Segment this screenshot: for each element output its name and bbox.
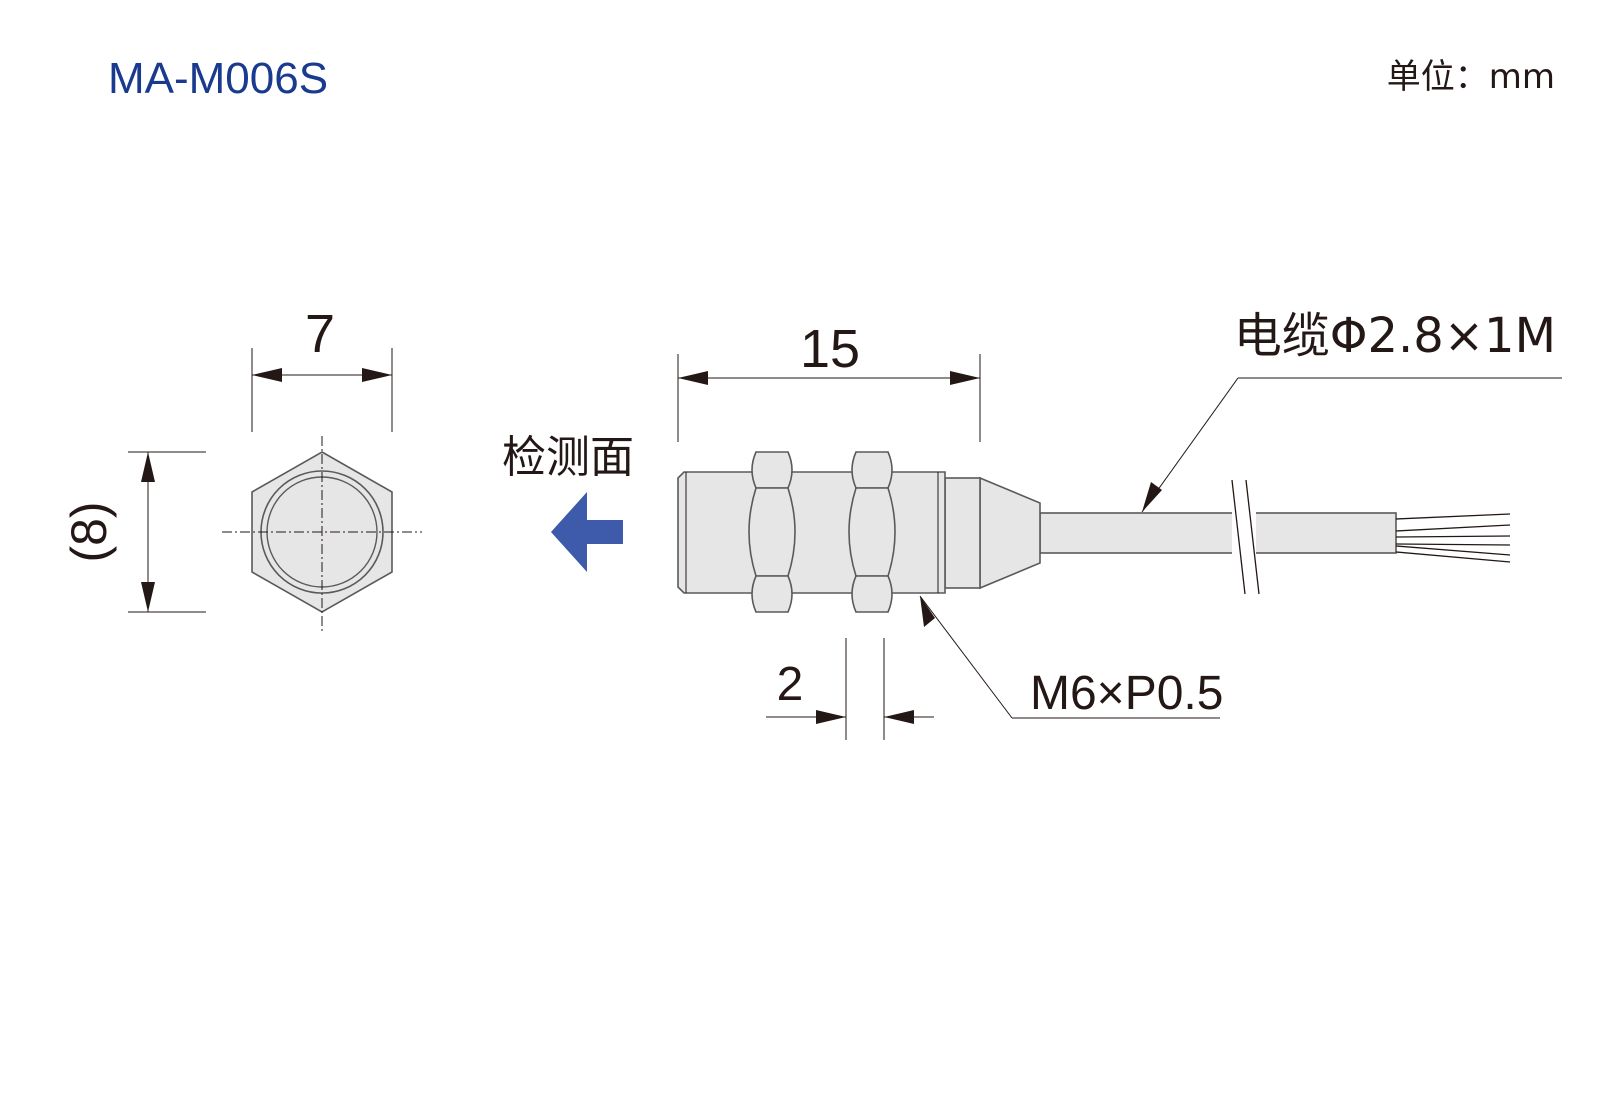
thread-leader-line (919, 595, 1013, 719)
unit-label: 单位：mm (1387, 57, 1555, 97)
height-arrow-top (141, 452, 155, 482)
front-view: 7 (8) (61, 304, 422, 632)
wire-2 (1395, 535, 1511, 538)
detection-direction-arrow (551, 492, 623, 572)
nut-arrow-left (816, 710, 846, 724)
wire-3b (1395, 551, 1511, 563)
side-view: 检测面 15 (502, 308, 1562, 740)
length-dimension: 15 (800, 319, 860, 379)
hex-nut-2 (848, 451, 896, 613)
detection-face-label: 检测面 (502, 432, 634, 483)
thread-leader-arrow (920, 596, 935, 627)
wire-2b (1395, 543, 1511, 546)
strain-relief (979, 476, 1041, 590)
nut-arrow-right (884, 710, 914, 724)
length-arrow-right (950, 371, 980, 385)
cable-leader-arrow (1142, 482, 1162, 512)
break-mark-2 (1245, 479, 1260, 595)
model-title: MA-M006S (108, 54, 328, 103)
cable-spec-label: 电缆Φ2.8×1M (1234, 308, 1556, 364)
wire-1b (1395, 524, 1511, 532)
wire-1 (1395, 513, 1511, 520)
width-dimension: 7 (305, 304, 335, 364)
break-mark-1 (1231, 479, 1246, 595)
height-arrow-bottom (141, 582, 155, 612)
cable-jacket (1039, 512, 1397, 554)
height-dimension: (8) (61, 501, 117, 562)
width-arrow-right (362, 368, 392, 382)
rear-cap (944, 477, 981, 589)
threaded-body (677, 471, 946, 594)
hex-nut-1 (748, 451, 796, 613)
nut-thickness-dimension: 2 (777, 658, 804, 711)
width-arrow-left (252, 368, 282, 382)
thread-spec-label: M6×P0.5 (1030, 667, 1223, 720)
wire-3 (1395, 545, 1511, 556)
length-arrow-left (678, 371, 708, 385)
